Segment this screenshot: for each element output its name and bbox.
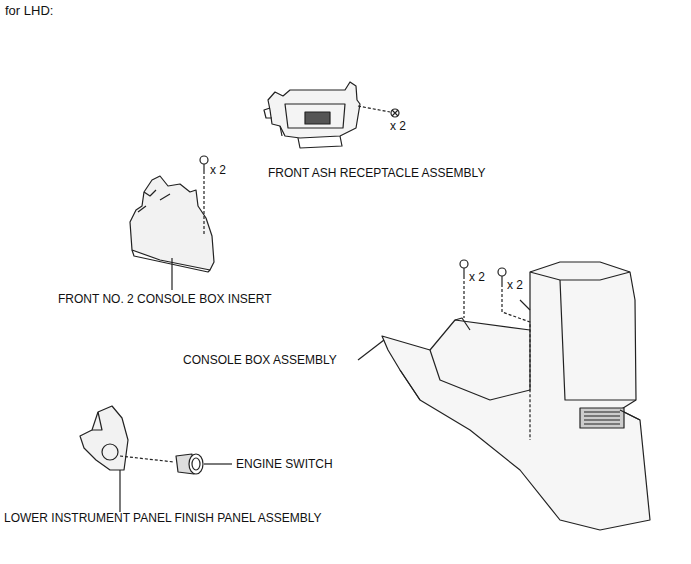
leader-line [119, 470, 120, 512]
quantity-note: x 2 [469, 270, 485, 284]
dashed-line [358, 106, 390, 112]
quantity-note: x 2 [210, 163, 226, 177]
screw [498, 268, 506, 284]
dashed-line [502, 284, 530, 440]
part-name: FRONT ASH RECEPTACLE ASSEMBLY [268, 166, 485, 180]
finish-panel-drawing [80, 406, 128, 470]
engine-switch-drawing [176, 454, 203, 474]
quantity-note: x 2 [507, 278, 523, 292]
leader-line [358, 340, 384, 360]
screw [460, 260, 468, 276]
leader-line [204, 463, 232, 464]
part-name: FRONT NO. 2 CONSOLE BOX INSERT [58, 292, 272, 306]
part-name: ENGINE SWITCH [236, 457, 333, 471]
part-name: CONSOLE BOX ASSEMBLY [183, 353, 337, 367]
dashed-line [203, 176, 204, 234]
screw [200, 156, 208, 174]
screw [391, 109, 399, 117]
dashed-line [463, 276, 464, 318]
console-insert-drawing [130, 176, 214, 272]
dashed-line [120, 456, 174, 462]
diagram-title: for LHD: [5, 4, 53, 18]
console-box-drawing [382, 262, 650, 530]
quantity-note: x 2 [390, 119, 406, 133]
part-name: LOWER INSTRUMENT PANEL FINISH PANEL ASSE… [4, 511, 322, 525]
leader-line [171, 258, 172, 290]
ash-receptacle-drawing [264, 82, 360, 148]
